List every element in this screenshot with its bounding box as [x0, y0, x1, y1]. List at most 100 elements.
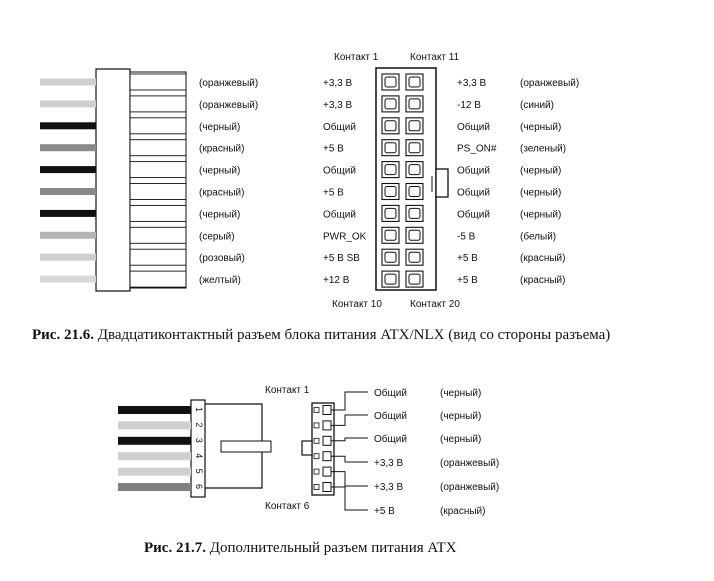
pin-socket — [384, 186, 397, 197]
left-wire-color: (красный) — [199, 188, 244, 199]
left-wire-color: (оранжевый) — [199, 78, 258, 89]
contact-11-label: Контакт 11 — [410, 52, 460, 63]
side-slot — [129, 161, 187, 179]
pin-socket — [408, 76, 421, 88]
pin-socket — [408, 164, 421, 176]
side-slot — [129, 248, 187, 266]
side-slot — [129, 117, 187, 135]
right-signal: Общий — [457, 121, 490, 133]
left-wire-color: (черный) — [199, 122, 240, 133]
side-slot — [129, 95, 187, 113]
aux-leader-line — [331, 471, 368, 487]
aux-pin-number: 1 — [194, 407, 204, 412]
aux-pin-socket — [322, 451, 332, 462]
left-signal: +3,3 В — [323, 78, 353, 89]
aux-wire-6 — [118, 483, 191, 491]
right-signal: -12 В — [457, 100, 481, 111]
wire-9 — [40, 253, 96, 261]
right-signal: +5 В — [457, 253, 478, 264]
right-wire-color: (зеленый) — [520, 144, 566, 155]
pin-socket — [408, 120, 421, 132]
side-slot — [129, 204, 187, 222]
left-signal: PWR_OK — [323, 231, 367, 242]
aux-pin-number: 2 — [194, 422, 204, 427]
atx-20pin-diagram: Контакт 1 Контакт 11 Контакт 10 Контакт … — [40, 52, 579, 310]
figure-21-7-number: Рис. 21.7. — [144, 540, 206, 556]
pin-socket — [384, 98, 397, 110]
wire-4 — [40, 144, 96, 152]
aux-pin-color: (черный) — [440, 434, 481, 445]
right-wire-color: (синий) — [520, 100, 554, 111]
aux-pin-signal: Общий — [374, 387, 407, 399]
aux-pin-socket — [322, 420, 332, 431]
wire-7 — [40, 209, 96, 217]
right-signal: +3,3 В — [457, 78, 487, 89]
pin-socket — [384, 120, 397, 132]
wire-1 — [40, 78, 96, 86]
aux-pin-color: (красный) — [440, 506, 485, 517]
pin-socket — [408, 186, 421, 197]
aux-pin-key — [313, 422, 320, 429]
aux-pin-signal: Общий — [374, 433, 407, 445]
wire-10 — [40, 275, 96, 283]
side-slot — [129, 226, 187, 244]
aux-pin-key — [313, 468, 320, 475]
aux-pin-color: (оранжевый) — [440, 482, 499, 493]
wire-2 — [40, 100, 96, 108]
wire-3 — [40, 122, 96, 130]
aux-wire-1 — [118, 406, 191, 414]
aux-contact-1-label: Контакт 1 — [265, 385, 310, 396]
connector-latch-side — [129, 71, 187, 289]
pin-socket — [408, 273, 421, 285]
right-wire-color: (черный) — [520, 209, 561, 220]
pin-socket — [384, 207, 397, 219]
side-slot — [129, 139, 187, 157]
aux-pin-key — [313, 437, 320, 444]
left-signal: +3,3 В — [323, 100, 353, 111]
right-wire-color: (черный) — [520, 122, 561, 133]
aux-pin-number: 5 — [194, 469, 204, 474]
aux-wire-5 — [118, 467, 191, 476]
aux-pin-signal: +3,3 В — [374, 458, 404, 469]
aux-pin-key — [313, 453, 320, 460]
aux-connector-latch-arm — [220, 440, 272, 453]
aux-leader-line — [331, 455, 368, 463]
figure-21-7-caption: Рис. 21.7. Дополнительный разъем питания… — [144, 539, 644, 558]
side-slot — [129, 73, 187, 91]
aux-connector-face — [311, 402, 335, 496]
atx-aux-6pin-diagram: Контакт 1 Контакт 6 123456Общий(черный)О… — [118, 385, 499, 517]
pin-socket — [384, 251, 397, 263]
right-wire-color: (оранжевый) — [520, 78, 579, 89]
aux-pin-socket — [322, 435, 332, 446]
left-signal: +5 В SB — [323, 253, 360, 264]
right-signal: PS_ON# — [457, 144, 497, 155]
aux-wire-3 — [118, 436, 191, 445]
aux-leader-line — [331, 486, 368, 511]
connector-face-latch — [435, 168, 449, 198]
aux-leader-line — [331, 414, 368, 426]
figure-21-6-caption-text: Двадцатиконтактный разъем блока питания … — [93, 327, 611, 343]
right-signal: -5 В — [457, 231, 476, 242]
figure-21-7-caption-text: Дополнительный разъем питания ATX — [205, 540, 457, 556]
left-signal: +5 В — [323, 188, 344, 199]
wire-6 — [40, 188, 96, 195]
right-signal: +5 В — [457, 275, 478, 286]
contact-1-label: Контакт 1 — [334, 52, 379, 63]
aux-pin-socket — [322, 466, 332, 477]
side-slot — [129, 270, 187, 288]
figure-21-6-number: Рис. 21.6. — [32, 327, 94, 343]
aux-pin-color: (черный) — [440, 388, 481, 399]
left-wire-color: (серый) — [199, 231, 235, 242]
aux-connector-body-side — [190, 399, 206, 498]
aux-pin-number: 4 — [194, 453, 204, 458]
figure-21-6-caption: Рис. 21.6. Двадцатиконтактный разъем бло… — [32, 326, 632, 345]
pin-socket — [384, 273, 397, 285]
right-wire-color: (красный) — [520, 253, 565, 264]
left-wire-color: (черный) — [199, 209, 240, 220]
left-signal: Общий — [323, 208, 356, 220]
aux-leader-line — [331, 437, 368, 442]
left-signal: Общий — [323, 165, 356, 177]
right-signal: Общий — [457, 187, 490, 199]
right-wire-color: (черный) — [520, 166, 561, 177]
